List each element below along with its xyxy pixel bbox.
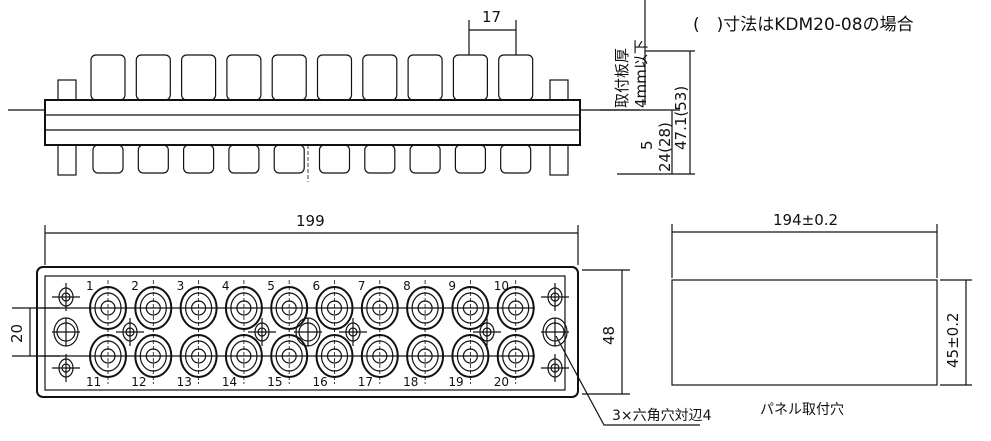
mounting-hole [541,317,569,347]
port-hole [224,328,263,384]
port-hole [406,280,445,336]
port-hole [179,280,218,336]
port-number: 10 [494,279,509,293]
fitting [181,54,217,174]
fitting [226,54,262,174]
leader-line [555,335,700,426]
port-hole [451,280,490,336]
port-hole [360,328,399,384]
fitting [135,54,171,174]
cutout-height-label: 45±0.2 [944,312,962,368]
port-number: 4 [222,279,230,293]
mounting-hole [541,283,569,311]
panel-thickness-label: 取付板厚 [613,48,631,108]
side-view [8,54,640,182]
body-bar [44,99,581,146]
panel-cutout [671,279,938,386]
mounting-hole [294,317,322,347]
fitting [362,54,398,174]
port-number: 9 [448,279,456,293]
port-hole [496,328,535,384]
dimension-note: ( )寸法はKDM20-08の場合 [693,15,914,35]
dim-5: 5 [638,140,656,150]
dim-47: 47.1(53) [672,86,690,150]
port-number: 6 [313,279,321,293]
port-hole [179,328,218,384]
mounting-hole [473,318,501,346]
fitting [498,54,534,174]
port-number: 13 [177,375,192,389]
port-hole [451,328,490,384]
right-screw [549,79,569,101]
row-pitch-label: 20 [8,324,26,343]
port-number: 7 [358,279,366,293]
port-number: 1 [86,279,94,293]
height-label: 48 [600,326,618,345]
port-number: 3 [177,279,185,293]
width-label: 199 [296,212,325,230]
port-hole [270,328,309,384]
pitch-label: 17 [482,8,501,26]
left-screw [57,79,77,101]
mounting-hole [248,318,276,346]
plan-outline [36,266,579,398]
port-number: 16 [313,375,328,389]
hex-hole-note: 3×六角穴対辺4 [612,408,712,424]
fitting [407,54,443,174]
fitting [271,54,307,174]
port-hole [315,328,354,384]
cutout-label: パネル取付穴 [760,402,844,418]
fitting [452,54,488,174]
port-hole [270,280,309,336]
port-number: 14 [222,375,237,389]
port-number: 8 [403,279,411,293]
port-hole [360,280,399,336]
port-number: 15 [267,375,282,389]
port-hole [134,328,173,384]
port-number: 12 [131,375,146,389]
port-number: 5 [267,279,275,293]
mounting-hole [52,354,80,382]
fitting [316,54,353,174]
port-hole [89,280,127,336]
fitting [90,54,126,174]
mounting-hole [52,283,80,311]
panel-thickness-value: 4mm以下 [632,39,650,108]
port-number: 11 [86,375,101,389]
cutout-width-label: 194±0.2 [773,211,838,229]
port-number: 17 [358,375,373,389]
port-number: 2 [131,279,139,293]
mounting-hole [52,317,80,347]
port-hole [89,328,127,384]
mounting-hole [541,354,569,382]
port-number: 18 [403,375,418,389]
mounting-hole [339,318,367,346]
port-number: 19 [448,375,463,389]
port-number: 20 [494,375,509,389]
port-hole [134,280,173,336]
mounting-hole [116,318,144,346]
port-hole [406,328,445,384]
dim-24: 24(28) [656,122,674,172]
